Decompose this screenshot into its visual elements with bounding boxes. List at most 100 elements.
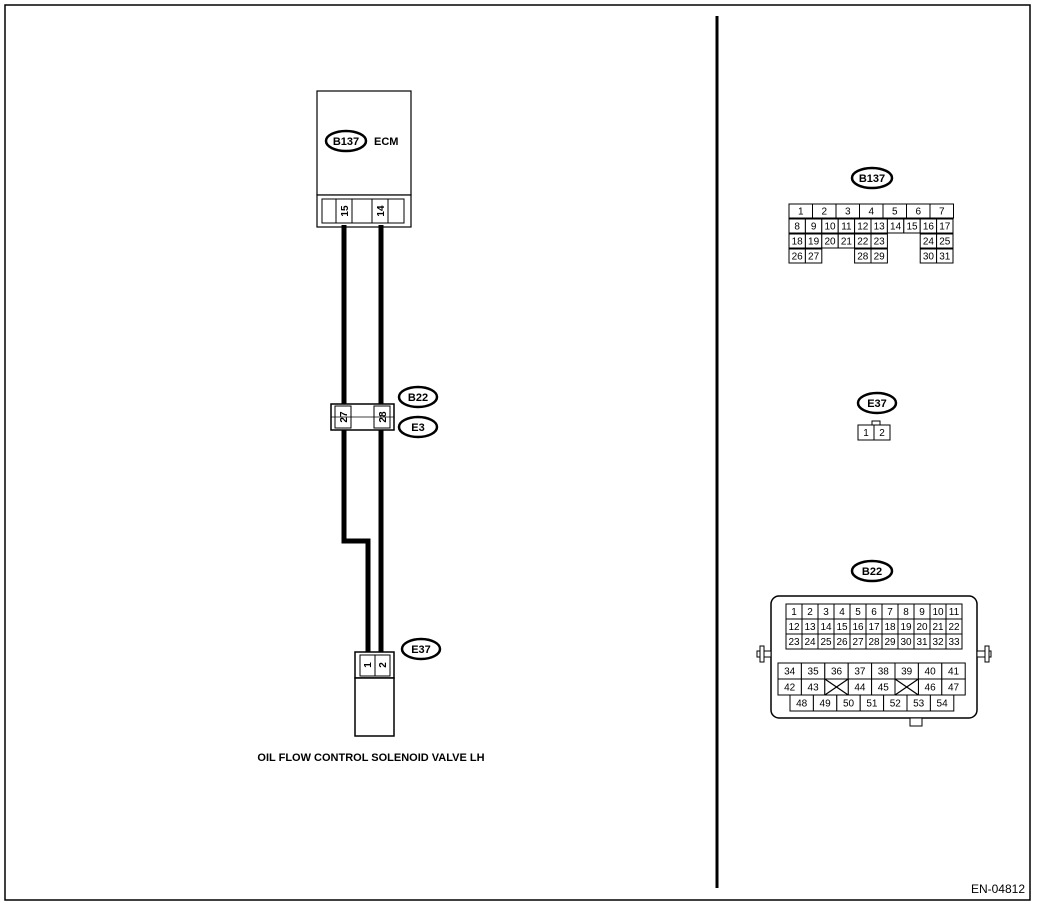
b137-cell — [936, 218, 954, 234]
b137-pin-3: 3 — [845, 207, 851, 218]
b22-pin-51: 51 — [866, 699, 878, 710]
b22-pin-21: 21 — [932, 622, 944, 633]
joint-bottom-badge — [397, 415, 439, 439]
ecm-unit: B137 ECM 15 14 — [316, 90, 412, 228]
b22-blank-cross — [824, 678, 849, 696]
b22-pin-36: 36 — [831, 667, 843, 678]
solenoid-pin-2: 2 — [378, 662, 389, 668]
b137-pin-23: 23 — [874, 237, 886, 248]
e37-latch — [871, 420, 881, 426]
b22-pin-25: 25 — [820, 637, 832, 648]
b22-pin-5: 5 — [855, 607, 861, 618]
e37-pin-2: 2 — [879, 428, 885, 439]
b22-pin-15: 15 — [836, 622, 848, 633]
b137-pin-1: 1 — [798, 207, 804, 218]
b22-pin-52: 52 — [890, 699, 902, 710]
b22-left-latch-tip — [759, 645, 765, 663]
b22-pin-38: 38 — [878, 667, 890, 678]
b137-pin-11: 11 — [841, 222, 852, 233]
b22-pin-49: 49 — [820, 699, 832, 710]
b137-pin-27: 27 — [808, 252, 820, 263]
b22-pin-16: 16 — [852, 622, 864, 633]
b137-pin-24: 24 — [923, 237, 935, 248]
b22-cell — [929, 694, 955, 712]
b22-blank-cross — [894, 678, 919, 696]
b22-pin-46: 46 — [925, 683, 937, 694]
b22-badge — [850, 559, 894, 583]
b22-pin-45: 45 — [878, 683, 890, 694]
b22-pin-1: 1 — [791, 607, 797, 618]
b137-pin-30: 30 — [923, 252, 935, 263]
b22-pin-30: 30 — [900, 637, 912, 648]
b22-right-latch — [976, 650, 992, 658]
ecm-connector-id: B137 — [333, 136, 359, 148]
b22-pin-42: 42 — [784, 683, 796, 694]
b22-pin-8: 8 — [903, 607, 909, 618]
b137-pin-19: 19 — [808, 237, 820, 248]
b137-pin-22: 22 — [857, 237, 869, 248]
b22-pin-41: 41 — [948, 667, 960, 678]
ecm-blank-cell — [387, 198, 405, 224]
solenoid-connector-id: E37 — [411, 644, 431, 656]
b22-pin-20: 20 — [916, 622, 928, 633]
b22-pin-32: 32 — [932, 637, 944, 648]
b22-pin-17: 17 — [868, 622, 880, 633]
b22-pin-31: 31 — [916, 637, 928, 648]
b22-pin-47: 47 — [948, 683, 960, 694]
b137-cell — [936, 248, 954, 264]
e37-pin-1: 1 — [863, 428, 869, 439]
b22-pin-27: 27 — [852, 637, 864, 648]
b22-pin-12: 12 — [788, 622, 800, 633]
b22-pin-48: 48 — [796, 699, 808, 710]
b137-pin-31: 31 — [939, 252, 951, 263]
b137-pin-8: 8 — [794, 222, 800, 233]
b137-pin-26: 26 — [792, 252, 804, 263]
wire-left-lower — [341, 430, 371, 655]
e37-connector-view: E37 1 2 — [856, 391, 898, 441]
b22-pin-54: 54 — [937, 699, 949, 710]
b22-pin-35: 35 — [808, 667, 820, 678]
solenoid-pin-1: 1 — [363, 662, 374, 668]
e37-badge — [856, 391, 898, 415]
b137-cell — [870, 248, 888, 264]
b22-pin-11: 11 — [949, 607, 960, 618]
ecm-pin-15: 15 — [340, 205, 351, 217]
b137-id: B137 — [859, 173, 885, 185]
b22-pin-18: 18 — [884, 622, 896, 633]
b22-pin-22: 22 — [948, 622, 960, 633]
b22-pin-23: 23 — [788, 637, 800, 648]
b137-pin-20: 20 — [824, 237, 836, 248]
b22-pin-24: 24 — [804, 637, 816, 648]
solenoid-badge — [400, 637, 442, 661]
e37-pin-cell — [873, 424, 891, 441]
b137-pin-7: 7 — [939, 207, 945, 218]
b137-cell — [804, 248, 823, 264]
b22-pin-43: 43 — [808, 683, 820, 694]
solenoid-pin-cell — [374, 654, 391, 677]
b22-pin-28: 28 — [868, 637, 880, 648]
b22-pin-37: 37 — [854, 667, 866, 678]
b22-pin-40: 40 — [925, 667, 937, 678]
wires — [341, 225, 384, 655]
b22-pin-10: 10 — [932, 607, 944, 618]
b22-right-latch-tip — [984, 645, 990, 663]
b22-cell — [945, 633, 963, 650]
b22-pin-13: 13 — [804, 622, 816, 633]
b22-pin-7: 7 — [887, 607, 893, 618]
joint-top-id: B22 — [408, 392, 428, 404]
b137-pin-5: 5 — [892, 207, 898, 218]
b22-pin-9: 9 — [919, 607, 925, 618]
b22-pin-29: 29 — [884, 637, 896, 648]
b137-pin-21: 21 — [841, 237, 853, 248]
joint-bottom-id: E3 — [411, 422, 424, 434]
b137-cell — [870, 233, 888, 249]
outer-frame — [4, 4, 1031, 901]
b22-pin-53: 53 — [913, 699, 925, 710]
b137-pin-18: 18 — [792, 237, 804, 248]
ecm-blank-cell — [351, 198, 373, 224]
b137-badge — [850, 166, 894, 190]
